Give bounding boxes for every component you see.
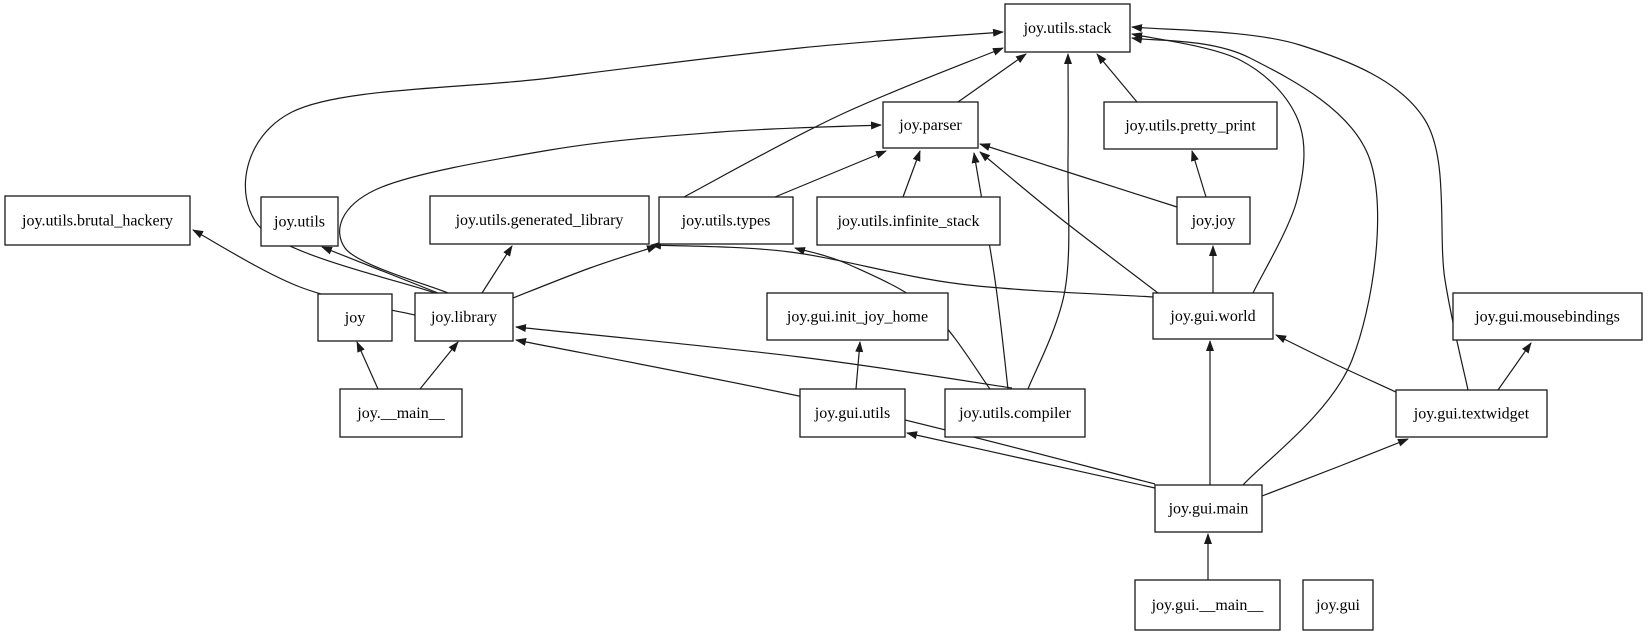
edge-joy-gui-textwidget-to-joy-utils-stack <box>1131 24 1469 391</box>
node-box-joy-utils-brutal-hackery <box>4 195 191 246</box>
node-label-joy-parser: joy.parser <box>898 117 962 134</box>
node-joy: joy <box>317 293 393 342</box>
edge-joy-joy-to-joy-parser <box>979 143 1178 208</box>
node-box-joy-gui-init-joy-home <box>766 292 949 341</box>
node-joy-gui-init-joy-home: joy.gui.init_joy_home <box>766 292 949 341</box>
edge-joy-gui-main-to-joy-utils-stack <box>1131 35 1379 486</box>
edge-joy-utils-types-to-joy-utils-stack <box>683 47 1004 198</box>
edge-joy-utils-compiler-to-joy-utils-types <box>794 247 991 390</box>
node-joy-gui-textwidget: joy.gui.textwidget <box>1395 389 1548 438</box>
edge-joy-utils-infinite-stack-to-joy-parser <box>902 150 921 198</box>
node-box-joy-utils-types <box>658 196 794 245</box>
node-joy-utils-stack: joy.utils.stack <box>1004 3 1131 53</box>
node-joy-gui: joy.gui <box>1302 579 1374 631</box>
node-box-joy-gui <box>1302 579 1374 631</box>
node-joy-gui-mousebindings: joy.gui.mousebindings <box>1452 292 1643 341</box>
node-joy-gui-main: joy.gui.__main__ <box>1134 579 1281 631</box>
edge-joy-gui-world-to-joy-utils-generated-library <box>650 241 1154 298</box>
node-label-joy-gui-world: joy.gui.world <box>1169 308 1255 325</box>
node-box-joy-utils <box>260 196 339 247</box>
edge-joy-utils-compiler-to-joy-utils-stack <box>1027 53 1073 390</box>
edge-joy-library-to-joy-utils-generated-library <box>481 245 513 294</box>
edge-joy-utils-pretty-print-to-joy-utils-stack <box>1096 53 1138 103</box>
node-label-joy-utils-compiler: joy.utils.compiler <box>958 405 1072 422</box>
edge-joy-gui-main-to-joy-gui-textwidget <box>1261 438 1409 497</box>
node-box-joy-joy <box>1176 196 1251 245</box>
edge-joy-main-to-joy-library <box>419 341 459 390</box>
node-joy-utils-types: joy.utils.types <box>658 196 794 245</box>
node-joy-utils-infinite-stack: joy.utils.infinite_stack <box>816 196 1001 246</box>
edge-joy-library-to-joy-utils-stack <box>244 28 1004 294</box>
nodes-layer: joy.utils.stack joy.parser joy.utils.prett… <box>4 3 1643 631</box>
node-label-joy-gui: joy.gui <box>1315 597 1360 614</box>
edge-joy-joy-to-joy-utils-pretty-print <box>1191 150 1207 198</box>
edge-joy-gui-world-to-joy-utils-stack <box>1131 32 1305 294</box>
node-box-joy-parser <box>882 101 979 149</box>
node-box-joy-utils-generated-library <box>429 195 650 245</box>
node-joy-utils-pretty-print: joy.utils.pretty_print <box>1103 101 1278 150</box>
node-label-joy-gui-textwidget: joy.gui.textwidget <box>1413 406 1530 423</box>
edge-joy-library-to-joy-utils <box>321 246 439 294</box>
node-label-joy-utils-pretty-print: joy.utils.pretty_print <box>1124 118 1256 135</box>
node-box-joy-library <box>414 292 514 342</box>
edge-joy-gui-main-to-joy-gui-utils <box>906 431 1156 489</box>
node-label-joy-utils-infinite-stack: joy.utils.infinite_stack <box>836 213 979 230</box>
edge-joy-main-to-joy <box>356 341 379 390</box>
node-box-joy-utils-pretty-print <box>1103 101 1278 150</box>
node-box-joy-utils-compiler <box>944 388 1086 438</box>
node-label-joy-gui-main: joy.gui.main <box>1168 501 1249 518</box>
node-joy-utils-generated-library: joy.utils.generated_library <box>429 195 650 245</box>
edge-joy-parser-to-joy-utils-stack <box>957 53 1027 103</box>
node-box-joy-gui-main <box>1154 484 1263 533</box>
node-label-joy-utils-types: joy.utils.types <box>681 213 771 230</box>
node-label-joy-utils-generated-library: joy.utils.generated_library <box>455 212 624 229</box>
edges-layer <box>192 24 1532 580</box>
node-box-joy-utils-stack <box>1004 3 1131 53</box>
edge-joy-utils-types-to-joy-parser <box>774 150 887 198</box>
node-label-joy-joy: joy.joy <box>1191 213 1236 230</box>
edge-joy-gui-world-to-joy-parser <box>979 151 1159 294</box>
node-joy-utils-compiler: joy.utils.compiler <box>944 388 1086 438</box>
node-label-joy-utils-brutal-hackery: joy.utils.brutal_hackery <box>21 213 173 230</box>
edge-joy-gui-textwidget-to-joy-gui-mousebindings <box>1497 342 1532 391</box>
node-joy-library: joy.library <box>414 292 514 342</box>
node-box-joy-gui-world <box>1152 292 1274 340</box>
node-joy-parser: joy.parser <box>882 101 979 149</box>
edge-joy-utils-compiler-to-joy-library <box>515 324 1013 389</box>
node-joy-utils-brutal-hackery: joy.utils.brutal_hackery <box>4 195 191 246</box>
edge-joy-library-to-joy-parser <box>339 121 882 294</box>
edge-joy-utils-compiler-to-joy-parser <box>971 152 1009 390</box>
node-label-joy-gui-utils: joy.gui.utils <box>814 405 890 422</box>
edge-joy-library-to-joy-utils-types <box>512 245 658 299</box>
node-box-joy-gui-main <box>1134 579 1281 631</box>
node-box-joy-utils-infinite-stack <box>816 196 1001 246</box>
node-box-joy-main <box>339 388 463 438</box>
node-joy-gui-main: joy.gui.main <box>1154 484 1263 533</box>
node-joy-utils: joy.utils <box>260 196 339 247</box>
node-joy-gui-utils: joy.gui.utils <box>799 388 906 438</box>
node-label-joy-gui-init-joy-home: joy.gui.init_joy_home <box>786 309 928 326</box>
node-label-joy-gui-main: joy.gui.__main__ <box>1151 597 1265 614</box>
node-label-joy-library: joy.library <box>430 309 497 326</box>
node-label-joy-gui-mousebindings: joy.gui.mousebindings <box>1474 309 1620 326</box>
edge-joy-gui-utils-to-joy-gui-init-joy-home <box>855 341 864 390</box>
node-label-joy-utils-stack: joy.utils.stack <box>1023 20 1112 37</box>
node-joy-joy: joy.joy <box>1176 196 1251 245</box>
node-label-joy-main: joy.__main__ <box>356 405 445 422</box>
node-label-joy-utils: joy.utils <box>273 214 325 231</box>
node-joy-main: joy.__main__ <box>339 388 463 438</box>
node-label-joy: joy <box>344 310 365 327</box>
node-box-joy-gui-utils <box>799 388 906 438</box>
node-box-joy-gui-textwidget <box>1395 389 1548 438</box>
node-box-joy-gui-mousebindings <box>1452 292 1643 341</box>
node-box-joy <box>317 293 393 342</box>
edge-joy-gui-textwidget-to-joy-gui-world <box>1275 334 1397 393</box>
node-joy-gui-world: joy.gui.world <box>1152 292 1274 340</box>
